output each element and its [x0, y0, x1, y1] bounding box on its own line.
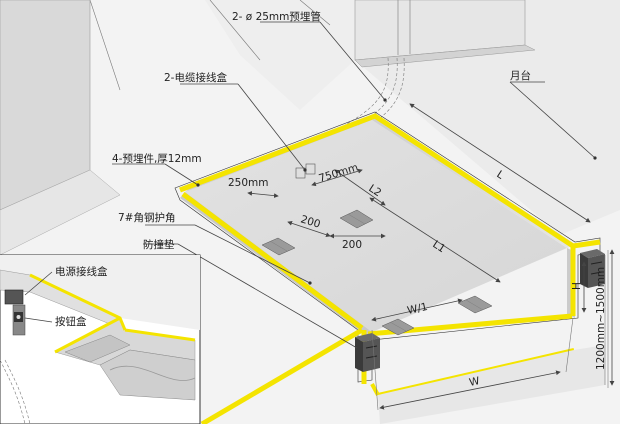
text-labels: 2- ø 25mm预埋管 2-电缆接线盒 月台 4-预埋件,厚12mm 7#角钢…	[55, 10, 531, 328]
dim-200-b: 200	[342, 239, 362, 251]
dimension-texts: 250mm 750mm 200 200 L L1 L2 W W/1 H 1200…	[228, 162, 607, 389]
dim-L: L	[494, 168, 506, 181]
dimension-lines	[247, 103, 615, 411]
inset-detail	[0, 254, 201, 424]
leader-lines	[112, 21, 597, 349]
cable-box-label: 2-电缆接线盒	[164, 71, 227, 84]
bumper-left	[355, 333, 380, 372]
plate-1	[261, 237, 296, 256]
button-box-label: 按钮盒	[55, 315, 87, 328]
dim-L1: L1	[430, 238, 447, 255]
dim-L2: L2	[366, 182, 383, 199]
dim-250: 250mm	[228, 177, 269, 189]
dim-200-a: 200	[299, 213, 322, 230]
dim-H: H	[571, 282, 583, 290]
angle-steel-label: 7#角钢护角	[118, 211, 175, 224]
building-block	[354, 0, 536, 68]
dim-W: W	[468, 375, 481, 389]
dim-height-range: 1200mm~1500mm	[595, 267, 607, 370]
button-box-icon	[14, 312, 23, 322]
bumper-label: 防撞垫	[143, 238, 175, 251]
platform-label: 月台	[510, 69, 531, 82]
embedded-plates	[261, 163, 493, 336]
power-box-label: 电源接线盒	[55, 265, 108, 278]
plate-4	[457, 295, 493, 314]
conduit-label: 2- ø 25mm预埋管	[232, 10, 321, 23]
embedded-parts-label: 4-预埋件,厚12mm	[112, 153, 202, 165]
left-wall	[0, 0, 121, 256]
dim-W1: W/1	[406, 301, 429, 317]
